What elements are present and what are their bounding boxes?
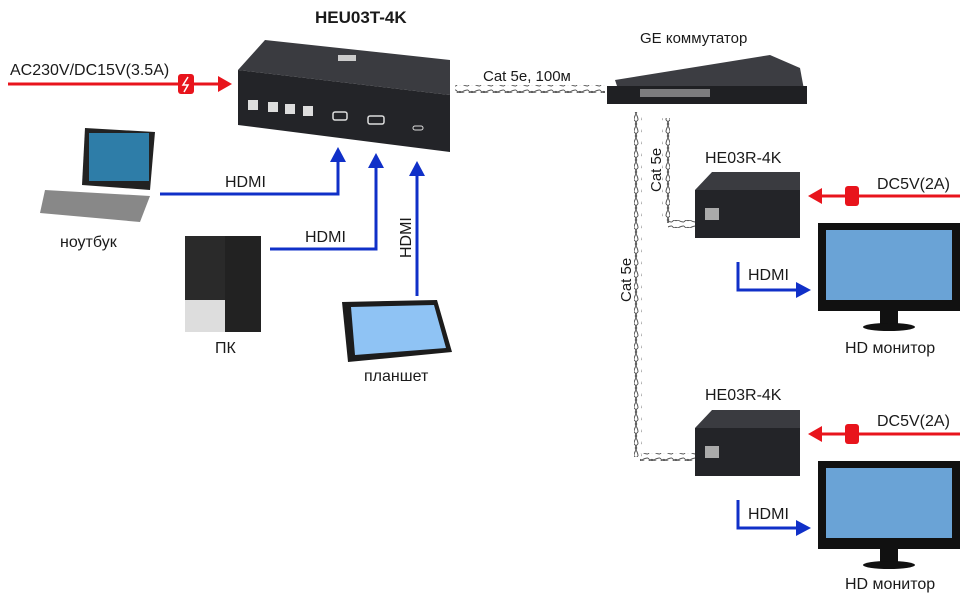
rj45-port-icon: [705, 208, 719, 220]
monitor-icon-1: [818, 223, 960, 331]
hdmi-label-pc: HDMI: [305, 229, 346, 246]
hdmi-label-tablet: HDMI: [398, 217, 415, 258]
receiver-1-hdmi: HDMI: [748, 267, 789, 284]
laptop-label: ноутбук: [60, 234, 117, 251]
cable-label-receiver-1: Cat 5e: [648, 147, 665, 192]
hdmi-port-icon: [332, 111, 348, 121]
receiver-device-1: [695, 172, 800, 238]
hdmi-label-laptop: HDMI: [225, 174, 266, 191]
switch-device: [607, 55, 807, 104]
receiver-1-display: HD монитор: [845, 340, 936, 357]
rj45-port-icon: [705, 446, 719, 458]
receiver-1-model: HE03R-4K: [705, 150, 782, 167]
receiver-2-hdmi: HDMI: [748, 506, 789, 523]
displayport-icon: [367, 115, 385, 125]
power-bolt-icon: [845, 424, 859, 444]
power-bolt-icon: [845, 186, 859, 206]
monitor-icon-2: [818, 461, 960, 569]
transmitter-model-title: HEU03T-4K: [315, 8, 407, 27]
usbc-port-icon: [412, 125, 424, 131]
hdmi-links: [160, 160, 800, 530]
pc-tower-icon: [185, 236, 261, 332]
transmitter-device: [238, 40, 450, 152]
cable-receiver-2: [634, 112, 642, 457]
receiver-2-model: HE03R-4K: [705, 387, 782, 404]
transmitter-power-label: AC230V/DC15V(3.5A): [10, 62, 170, 79]
receiver-1-power: DC5V(2A): [877, 176, 950, 193]
pc-label: ПК: [215, 340, 236, 357]
uplink-cable: [455, 85, 605, 93]
uplink-cable-label: Cat 5e, 100м: [483, 68, 571, 85]
switch-label: GE коммутатор: [640, 30, 748, 47]
power-arrow-transmitter: [8, 74, 232, 94]
power-arrow-receiver-2: [808, 424, 960, 444]
receiver-2-power: DC5V(2A): [877, 413, 950, 430]
cable-receiver-1: [662, 118, 670, 223]
laptop-icon: [40, 128, 155, 222]
tablet-label: планшет: [364, 368, 429, 385]
receiver-2-display: HD монитор: [845, 576, 936, 593]
power-arrow-receiver-1: [808, 186, 960, 206]
power-bolt-icon: [178, 74, 194, 94]
cable-label-receiver-2: Cat 5e: [618, 257, 635, 302]
receiver-device-2: [695, 410, 800, 476]
tablet-icon: [342, 300, 452, 362]
